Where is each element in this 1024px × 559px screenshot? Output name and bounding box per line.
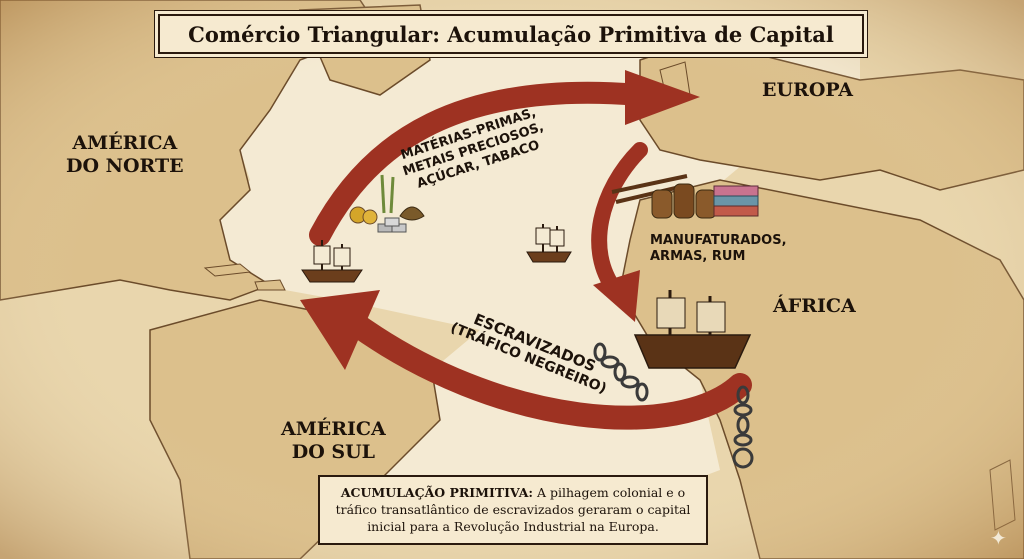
- ship-icon: [301, 240, 363, 283]
- label-africa: ÁFRICA: [773, 295, 856, 317]
- label-cargo-to-africa: MANUFATURADOS, ARMAS, RUM: [650, 233, 787, 265]
- route-africa-to-americas: [338, 308, 752, 430]
- arrowhead-americas: [300, 290, 380, 370]
- label-south-america-line-2: DO SUL: [291, 441, 376, 463]
- musket-icon: [611, 174, 688, 204]
- label-south-america-line-1: AMÉRICA: [281, 418, 386, 440]
- arrowhead-europe: [625, 70, 700, 125]
- map-title: Comércio Triangular: Acumulação Primitiv…: [158, 14, 864, 54]
- label-europe: EUROPA: [762, 79, 854, 101]
- sparkle-icon: ✦: [990, 526, 1007, 550]
- label-north-america-line-1: AMÉRICA: [72, 132, 178, 154]
- cargo-to-africa-line-2: ARMAS, RUM: [650, 249, 746, 264]
- label-north-america: AMÉRICA DO NORTE: [66, 132, 184, 178]
- barrel-icon: [651, 183, 717, 219]
- label-north-america-line-2: DO NORTE: [66, 155, 184, 177]
- chain-icon: [593, 342, 649, 402]
- sugarcane-icon: [380, 174, 395, 214]
- cargo-to-africa-line-1: MANUFATURADOS,: [650, 233, 787, 248]
- cloth-icon: [713, 185, 759, 217]
- gold-icon: [349, 206, 378, 225]
- label-south-america: AMÉRICA DO SUL: [281, 418, 386, 464]
- route-europe-to-africa: [591, 142, 648, 298]
- route-americas-to-europe: [309, 81, 651, 246]
- ship-icon: [633, 290, 752, 369]
- note-label: ACUMULAÇÃO PRIMITIVA:: [340, 485, 534, 500]
- ship-icon: [526, 224, 572, 263]
- note-text: A pilhagem colonial e o tráfico transatl…: [335, 485, 691, 534]
- silver-bars-icon: [377, 217, 407, 233]
- tobacco-icon: [399, 206, 425, 221]
- arrowhead-africa: [593, 270, 640, 322]
- primitive-accumulation-note: ACUMULAÇÃO PRIMITIVA: A pilhagem colonia…: [318, 475, 708, 545]
- chain-icon: [732, 385, 754, 469]
